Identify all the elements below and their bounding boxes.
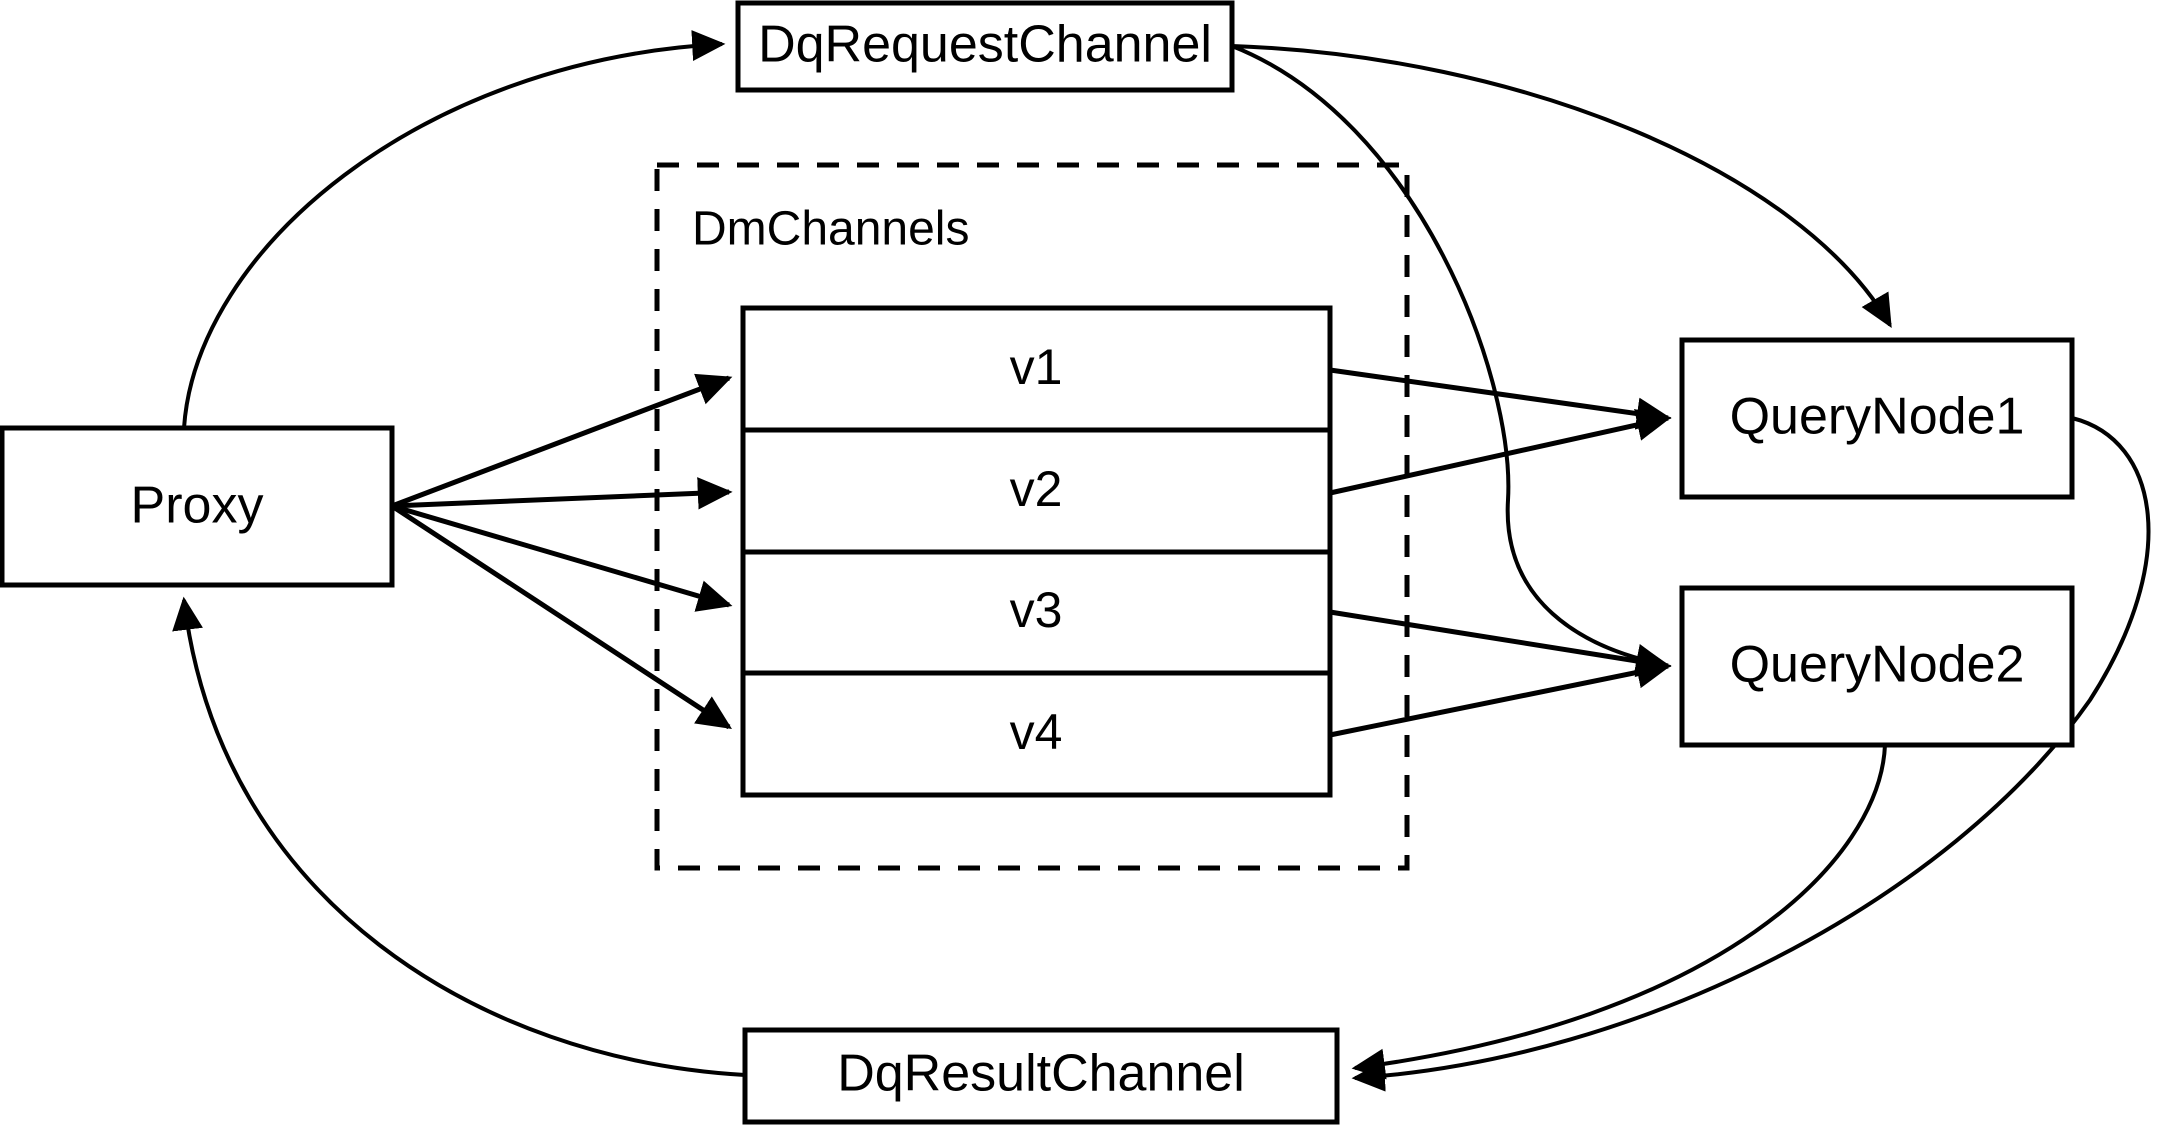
edge-proxy-to-v1 (391, 373, 733, 509)
node-querynode2[interactable] (1679, 585, 2075, 748)
node-querynode2-label: QueryNode2 (1730, 636, 2025, 694)
edge-v1-to-querynode1 (1329, 367, 1672, 430)
node-dqresultchannel[interactable] (742, 1027, 1340, 1125)
node-querynode1[interactable] (1679, 337, 2075, 500)
node-dqrequestchannel-label: DqRequestChannel (758, 16, 1212, 74)
node-querynode1-label: QueryNode1 (1730, 388, 2025, 446)
edge-v3-to-querynode2 (1329, 609, 1672, 678)
node-proxy[interactable] (0, 425, 395, 588)
edge-proxy-to-v4 (390, 503, 733, 730)
edge-dqresultchannel-to-proxy (172, 596, 746, 1077)
dmchannel-row-v1-label: v1 (1010, 339, 1063, 395)
edge-v2-to-querynode1 (1329, 408, 1672, 496)
dmchannels-group-box (654, 162, 1410, 871)
edge-querynode2-to-dqresultchannel (1351, 744, 1887, 1080)
dmchannels-group-label: DmChannels (692, 203, 969, 256)
edge-proxy-to-v2 (391, 477, 733, 510)
edge-proxy-to-dqrequestchannel (182, 30, 726, 429)
edge-dqrequestchannel-to-querynode2 (1231, 44, 1670, 675)
node-proxy-label: Proxy (131, 477, 264, 535)
edge-querynode1-to-dqresultchannel (1351, 416, 2151, 1092)
node-dqresultchannel-label: DqResultChannel (837, 1045, 1245, 1103)
dmchannel-row-v3-label: v3 (1010, 582, 1063, 638)
edge-dqrequestchannel-to-querynode1 (1231, 44, 1892, 328)
node-dqrequestchannel[interactable] (735, 0, 1235, 93)
edge-v4-to-querynode2 (1329, 656, 1672, 738)
dmchannel-row-v4-label: v4 (1010, 704, 1063, 760)
dmchannel-row-v2-label: v2 (1010, 461, 1063, 517)
edge-proxy-to-v3 (391, 503, 733, 612)
